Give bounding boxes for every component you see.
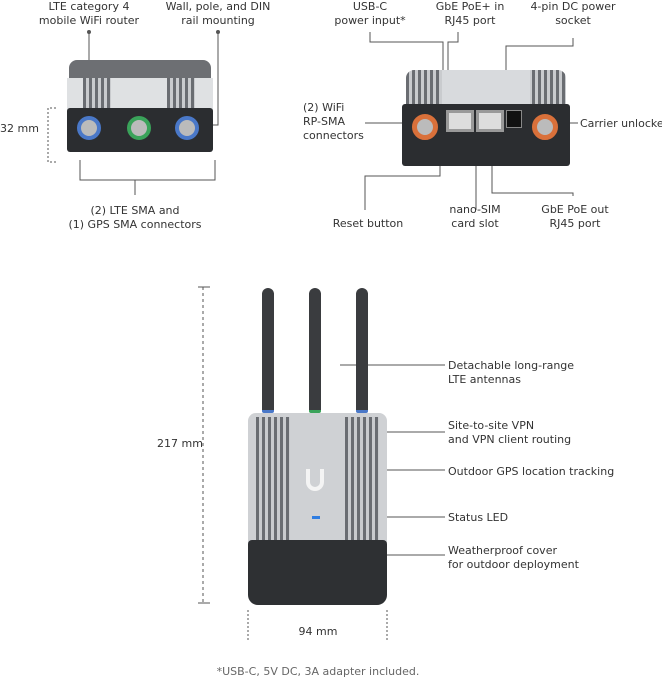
router-body <box>248 413 387 543</box>
label-carrier-unlocked: Carrier unlocked <box>580 117 662 130</box>
label-gps: Outdoor GPS location tracking <box>448 465 615 478</box>
ubiquiti-logo <box>306 469 324 491</box>
label-reset-button: Reset button <box>332 217 404 230</box>
lte-connector-2 <box>175 116 199 140</box>
label-height-217: 217 mm <box>157 437 203 450</box>
label-width-94: 94 mm <box>298 625 338 638</box>
rj45-port-out <box>476 110 504 132</box>
label-height-32: 32 mm <box>0 122 39 135</box>
wifi-connector-2 <box>532 114 558 140</box>
footnote: *USB-C, 5V DC, 3A adapter included. <box>216 665 420 678</box>
label-lte-connectors: (2) LTE SMA and(1) GPS SMA connectors <box>68 204 202 231</box>
router-rear-view <box>402 70 570 185</box>
wifi-connector-1 <box>412 114 438 140</box>
weatherproof-cover <box>248 540 387 605</box>
rj45-port-in <box>446 110 474 132</box>
label-status-led: Status LED <box>448 511 509 524</box>
dc-socket <box>506 110 522 128</box>
gps-connector <box>127 116 151 140</box>
lte-connector-1 <box>77 116 101 140</box>
antenna-right <box>356 288 368 413</box>
status-led <box>312 516 320 519</box>
antenna-middle <box>309 288 321 413</box>
antenna-left <box>262 288 274 413</box>
router-front-view <box>65 60 215 155</box>
